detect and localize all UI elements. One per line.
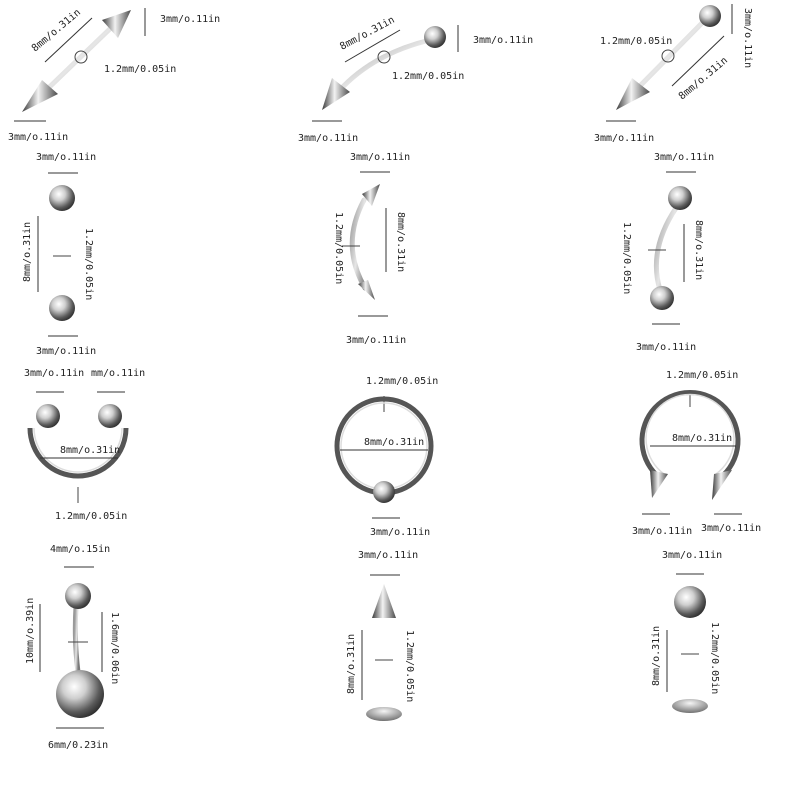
length-label: 8mm/o.31in (346, 634, 357, 694)
captive-bead (373, 481, 395, 503)
gauge-label: 1.6mm/0.06in (109, 612, 120, 684)
length-label: 8mm/o.31in (677, 55, 730, 102)
bottom-gem-ball (56, 670, 104, 718)
gauge-label: 1.2mm/0.05in (83, 228, 94, 300)
bottom-ball (650, 286, 674, 310)
bead-size-label: 3mm/o.11in (370, 527, 430, 538)
tip-size-label: 3mm/o.11in (594, 133, 654, 144)
tip-size-label: 3mm/o.11in (298, 133, 358, 144)
item-straight-spike-barbell: 3mm/o.11in 8mm/o.31in 1.2mm/0.05in 3mm/o… (8, 7, 220, 143)
item-captive-bead-ring: 1.2mm/0.05in 8mm/o.31in 3mm/o.11in (334, 376, 438, 538)
barbell-shaft (629, 17, 708, 97)
gauge-marker (377, 50, 391, 64)
barbell-shaft (653, 205, 679, 293)
gauge-label: 1.2mm/0.05in (333, 212, 344, 284)
top-spike (372, 584, 396, 618)
length-label: 8mm/o.31in (22, 222, 33, 282)
tip-size-label: 3mm/o.11in (8, 132, 68, 143)
length-dim-line (344, 29, 401, 63)
length-dim-line (671, 35, 725, 87)
top-size-label: 3mm/o.11in (662, 550, 722, 561)
top-ball (424, 26, 446, 48)
ring-band-highlight (33, 427, 123, 473)
top-ball (699, 5, 721, 27)
ring-band (27, 427, 129, 479)
top-size-label: 3mm/o.11in (36, 152, 96, 163)
bottom-ball (49, 295, 75, 321)
bottom-size-label: 3mm/o.11in (346, 335, 406, 346)
left-size-label: 3mm/o.11in (632, 526, 692, 537)
item-horseshoe-ring: 3mm/o.11in mm/o.11in 8mm/o.31in 1.2mm/0.… (24, 368, 145, 522)
item-curved-ball-spike-barbell: 8mm/o.31in 3mm/o.11in 1.2mm/0.05in 3mm/o… (298, 15, 533, 144)
bead-size-label: 3mm/o.11in (473, 35, 533, 46)
left-size-label: 3mm/o.11in (24, 368, 84, 379)
gauge-label: 1.2mm/0.05in (600, 36, 672, 47)
gauge-label: 1.2mm/0.05in (666, 370, 738, 381)
gauge-label: 1.2mm/0.05in (366, 376, 438, 387)
top-size-label: 3mm/o.11in (358, 550, 418, 561)
bottom-size-label: 6mm/0.23in (48, 740, 108, 751)
length-label: 8mm/o.31in (651, 626, 662, 686)
top-size-label: 3mm/o.11in (654, 152, 714, 163)
item-ball-labret: 3mm/o.11in 8mm/o.31in 1.2mm/0.05in (651, 550, 722, 713)
gauge-label: 1.2mm/0.05in (392, 71, 464, 82)
bottom-spike (22, 80, 58, 112)
right-spike (712, 470, 732, 500)
length-label: 8mm/o.31in (395, 212, 406, 272)
bottom-spike (358, 280, 375, 300)
barbell-shaft (349, 197, 368, 291)
item-belly-button-ring: 4mm/o.15in 10mm/o.39in 1.6mm/0.06in 6mm/… (25, 544, 120, 751)
top-ball (65, 583, 91, 609)
barbell-shaft (335, 37, 433, 95)
barbell-shaft (72, 603, 81, 675)
length-label: 10mm/o.39in (25, 598, 36, 664)
ring-band-highlight (645, 393, 735, 475)
right-size-label: 3mm/o.11in (701, 523, 761, 534)
bead-size-label: 3mm/o.11in (742, 8, 753, 68)
diameter-label: 8mm/o.31in (364, 437, 424, 448)
left-spike (650, 470, 668, 498)
right-ball (98, 404, 122, 428)
flat-back-disc (366, 707, 402, 721)
top-spike (362, 184, 380, 206)
item-curved-ball-barbell: 3mm/o.11in 1.2mm/0.05in 8mm/o.31in 3mm/o… (621, 152, 714, 353)
item-spike-horseshoe-ring: 1.2mm/0.05in 8mm/o.31in 3mm/o.11in 3mm/o… (632, 370, 761, 537)
top-ball (674, 586, 706, 618)
bottom-size-label: 3mm/o.11in (636, 342, 696, 353)
left-ball (36, 404, 60, 428)
flat-back-disc (672, 699, 708, 713)
length-label: 8mm/o.31in (693, 220, 704, 280)
length-dim-line (44, 17, 93, 63)
gauge-label: 1.2mm/0.05in (709, 622, 720, 694)
item-spike-labret: 3mm/o.11in 8mm/o.31in 1.2mm/0.05in (346, 550, 418, 721)
bottom-size-label: 3mm/o.11in (36, 346, 96, 357)
diameter-label: 8mm/o.31in (672, 433, 732, 444)
item-straight-ball-barbell: 3mm/o.11in 8mm/o.31in 1.2mm/0.05in 3mm/o… (22, 152, 96, 357)
bottom-spike (616, 78, 650, 110)
top-size-label: 4mm/o.15in (50, 544, 110, 555)
length-label: 8mm/o.31in (30, 7, 83, 54)
gauge-label: 1.2mm/0.05in (621, 222, 632, 294)
gauge-label: 1.2mm/0.05in (55, 511, 127, 522)
diameter-label: 8mm/o.31in (60, 445, 120, 456)
gauge-label: 1.2mm/0.05in (404, 630, 415, 702)
top-ball (49, 185, 75, 211)
bead-size-label: 3mm/o.11in (160, 14, 220, 25)
top-spike (102, 10, 131, 38)
gauge-label: 1.2mm/0.05in (104, 64, 176, 75)
gauge-marker (661, 49, 675, 63)
item-curved-spike-barbell: 3mm/o.11in 1.2mm/0.05in 8mm/o.31in 3mm/o… (333, 152, 410, 346)
length-label: 8mm/o.31in (338, 15, 396, 53)
bottom-spike (322, 78, 350, 110)
item-straight-ball-spike-barbell: 1.2mm/0.05in 3mm/o.11in 8mm/o.31in 3mm/o… (594, 4, 753, 144)
top-size-label: 3mm/o.11in (350, 152, 410, 163)
gauge-marker (74, 50, 88, 64)
ring-band (639, 390, 741, 480)
top-ball (668, 186, 692, 210)
right-size-label: mm/o.11in (91, 368, 145, 379)
